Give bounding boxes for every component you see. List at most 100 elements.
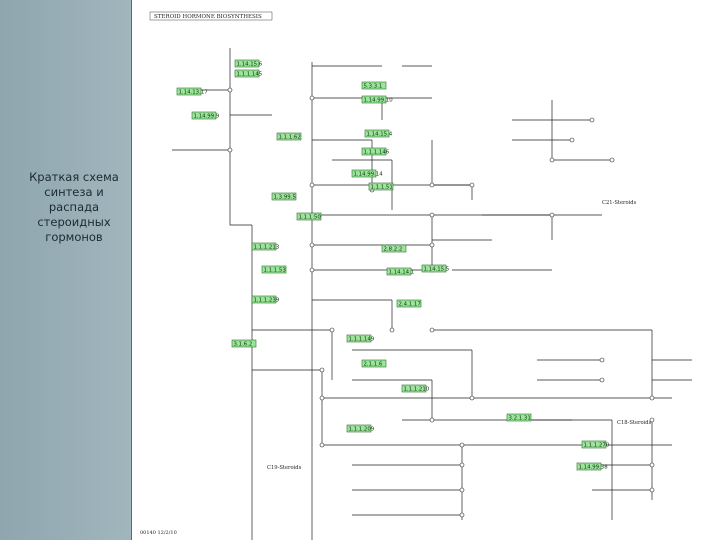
enzyme-box[interactable]: 1.1.1.209	[346, 424, 375, 432]
enzyme-box[interactable]: 1.14.15.4	[364, 129, 393, 137]
enzyme-label: 2.1.1.6	[364, 361, 383, 367]
enzyme-label: 1.1.1.62	[279, 134, 301, 140]
enzyme-box[interactable]: 1.1.1.213	[251, 242, 280, 250]
enzyme-box[interactable]: 1.14.99.9	[191, 111, 220, 119]
compound-node	[459, 462, 465, 468]
enzyme-label: 1.14.15.6	[237, 61, 263, 67]
compound-node	[319, 442, 325, 448]
enzyme-boxes: 1.14.15.6 1.1.1.145 5.3.3.1 1.14.99.10 1.14.…	[176, 59, 610, 470]
enzyme-box[interactable]: 2.1.1.6	[361, 359, 387, 367]
enzyme-label: 1.14.13.17	[179, 89, 208, 95]
enzyme-label: 1.14.99.38	[579, 464, 609, 470]
enzyme-label: 1.1.1.149	[349, 336, 375, 342]
enzyme-box[interactable]: 1.14.99.10	[361, 95, 394, 103]
enzyme-box[interactable]: 1.1.1.145	[234, 69, 263, 77]
compound-node	[309, 182, 315, 188]
compound-node	[459, 487, 465, 493]
enzyme-box[interactable]: 1.1.1.210	[401, 384, 430, 392]
enzyme-label: 1.1.1.51	[371, 184, 393, 190]
compound-node	[599, 357, 605, 363]
enzyme-label: 1.1.1.239	[254, 297, 280, 303]
enzyme-box[interactable]: 2.4.1.17	[396, 299, 422, 307]
compound-node	[459, 442, 465, 448]
compound-node	[469, 395, 475, 401]
enzyme-label: 1.1.1.270	[584, 442, 610, 448]
enzyme-label: 2.8.2.2	[384, 246, 403, 252]
compound-node	[649, 487, 655, 493]
enzyme-label: 3.1.6.2	[234, 341, 253, 347]
compound-node	[459, 512, 465, 518]
compound-node	[319, 395, 325, 401]
compound-node	[649, 417, 655, 423]
enzyme-label: 1.14.99.14	[354, 171, 384, 177]
compound-node	[429, 242, 435, 248]
enzyme-box[interactable]: 1.14.15.5	[421, 264, 450, 272]
enzyme-box[interactable]: 3.1.6.2	[231, 339, 257, 347]
enzyme-label: 1.14.15.4	[367, 131, 393, 137]
compound-node	[569, 137, 575, 143]
enzyme-label: 1.1.1.145	[237, 71, 263, 77]
footer-id: 00140 12/2/10	[140, 530, 177, 536]
enzyme-box[interactable]: 1.1.1.51	[368, 182, 394, 190]
enzyme-box[interactable]: 1.1.1.146	[361, 147, 390, 155]
compound-node	[319, 367, 325, 373]
enzyme-box[interactable]: 1.1.1.62	[276, 132, 302, 140]
compound-node	[609, 157, 615, 163]
compound-node	[309, 242, 315, 248]
enzyme-box[interactable]: 1.1.1.50	[296, 212, 322, 220]
compound-node	[649, 395, 655, 401]
compound-node	[329, 327, 335, 333]
enzyme-box[interactable]: 1.14.15.6	[234, 59, 263, 67]
enzyme-box[interactable]: 1.14.99.38	[576, 462, 609, 470]
compound-node	[309, 267, 315, 273]
enzyme-label: 1.1.1.146	[364, 149, 390, 155]
compound-node	[227, 147, 233, 153]
compound-node	[589, 117, 595, 123]
enzyme-box[interactable]: 2.8.2.2	[381, 244, 407, 252]
enzyme-label: 1.1.1.50	[299, 214, 322, 220]
pathway-map: STEROID HORMONE BIOSYNTHESIS	[131, 0, 720, 540]
label-c21: C21-Steroids	[602, 200, 637, 206]
compound-node	[599, 377, 605, 383]
map-title: STEROID HORMONE BIOSYNTHESIS	[154, 14, 262, 20]
compound-node	[649, 462, 655, 468]
compound-node	[389, 327, 395, 333]
enzyme-box[interactable]: 1.14.13.17	[176, 87, 208, 95]
enzyme-label: 1.1.1.210	[404, 386, 430, 392]
compound-node	[429, 417, 435, 423]
compound-node	[429, 212, 435, 218]
compound-node	[549, 157, 555, 163]
enzyme-label: 5.3.3.1	[364, 83, 383, 89]
slide-caption: Краткая схема синтеза и распада стероидн…	[29, 170, 119, 244]
enzyme-box[interactable]: 1.1.1.149	[346, 334, 375, 342]
enzyme-label: 3.2.1.31	[509, 415, 531, 421]
enzyme-label: 1.14.99.10	[364, 97, 394, 103]
enzyme-label: 1.14.14.1	[389, 269, 415, 275]
label-c18: C18-Steroids	[617, 420, 652, 426]
enzyme-label: 2.4.1.17	[399, 301, 421, 307]
enzyme-box[interactable]: 1.1.1.239	[251, 295, 280, 303]
compound-node	[469, 182, 475, 188]
compound-node	[429, 182, 435, 188]
enzyme-label: 1.3.99.5	[274, 194, 296, 200]
enzyme-box[interactable]: 1.1.1.270	[581, 440, 610, 448]
compound-nodes	[227, 87, 655, 518]
enzyme-label: 1.1.1.213	[254, 244, 280, 250]
enzyme-box[interactable]: 1.3.99.5	[271, 192, 297, 200]
enzyme-label: 1.14.99.9	[194, 113, 220, 119]
enzyme-box[interactable]: 3.2.1.31	[506, 413, 532, 421]
enzyme-box[interactable]: 1.1.1.53	[261, 265, 287, 273]
label-c19: C19-Steroids	[267, 465, 302, 471]
enzyme-box[interactable]: 5.3.3.1	[361, 81, 387, 89]
enzyme-label: 1.14.15.5	[424, 266, 450, 272]
compound-node	[429, 327, 435, 333]
enzyme-box[interactable]: 1.14.99.14	[351, 169, 384, 177]
compound-node	[227, 87, 233, 93]
compound-node	[309, 95, 315, 101]
reaction-lines	[172, 48, 692, 540]
enzyme-box[interactable]: 1.14.14.1	[386, 267, 415, 275]
enzyme-label: 1.1.1.53	[264, 267, 286, 273]
enzyme-label: 1.1.1.209	[349, 426, 375, 432]
compound-node	[549, 212, 555, 218]
